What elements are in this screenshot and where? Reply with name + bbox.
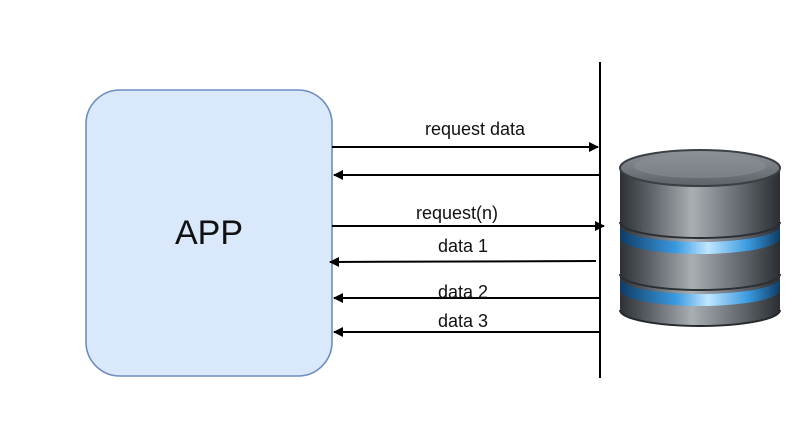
database-icon [619, 149, 781, 327]
app-box [85, 89, 333, 377]
app-label: APP [175, 214, 243, 252]
data-3-label: data 3 [438, 311, 488, 331]
data-1-arrow [329, 256, 597, 267]
data-2-label: data 2 [438, 282, 488, 302]
request-n-label: request(n) [416, 203, 498, 223]
data-1-label: data 1 [438, 236, 488, 256]
request-data-label: request data [425, 119, 526, 139]
